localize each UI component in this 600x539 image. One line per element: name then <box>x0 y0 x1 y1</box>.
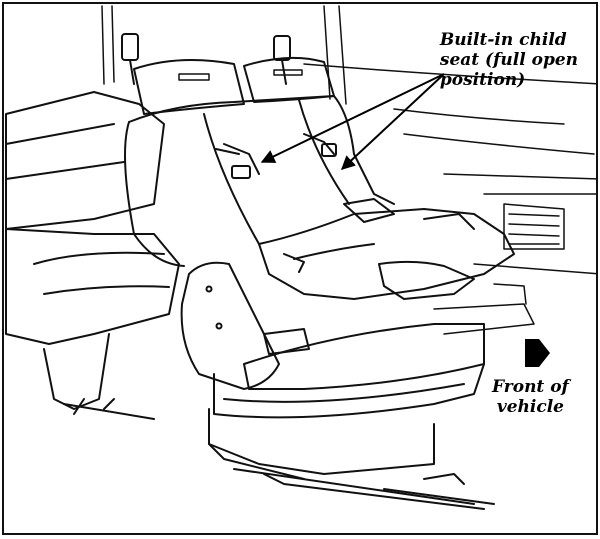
callout-arrow-left <box>262 74 444 162</box>
front-label-line1: Front of <box>492 377 569 397</box>
front-label-line2: vehicle <box>492 397 569 417</box>
child-seat-callout-line1: Built-in child <box>440 30 578 50</box>
child-seat-callout: Built-in child seat (full open position) <box>440 30 578 90</box>
callout-arrow-right <box>342 74 444 169</box>
child-seat-callout-line3: position) <box>440 70 578 90</box>
front-of-vehicle-label: Front of vehicle <box>492 377 569 417</box>
front-direction-arrow-icon <box>525 339 550 367</box>
child-seat-callout-line2: seat (full open <box>440 50 578 70</box>
